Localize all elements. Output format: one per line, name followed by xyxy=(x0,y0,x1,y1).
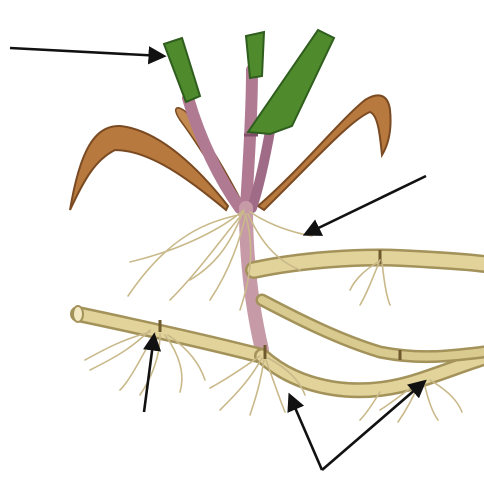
arrow-to-left-rhizome xyxy=(144,336,154,412)
stem-center xyxy=(246,70,252,208)
arrow-to-leaf xyxy=(10,48,163,56)
green-leaf-left xyxy=(164,38,200,102)
arrow-to-lower-rhizome-1 xyxy=(290,396,322,470)
rhizome-left-cut-end xyxy=(73,306,83,322)
root-cluster-middle xyxy=(210,356,305,415)
rhizome-middle-fill xyxy=(262,300,484,357)
arrow-to-crown-roots xyxy=(306,176,426,234)
green-leaf-center xyxy=(246,32,264,78)
